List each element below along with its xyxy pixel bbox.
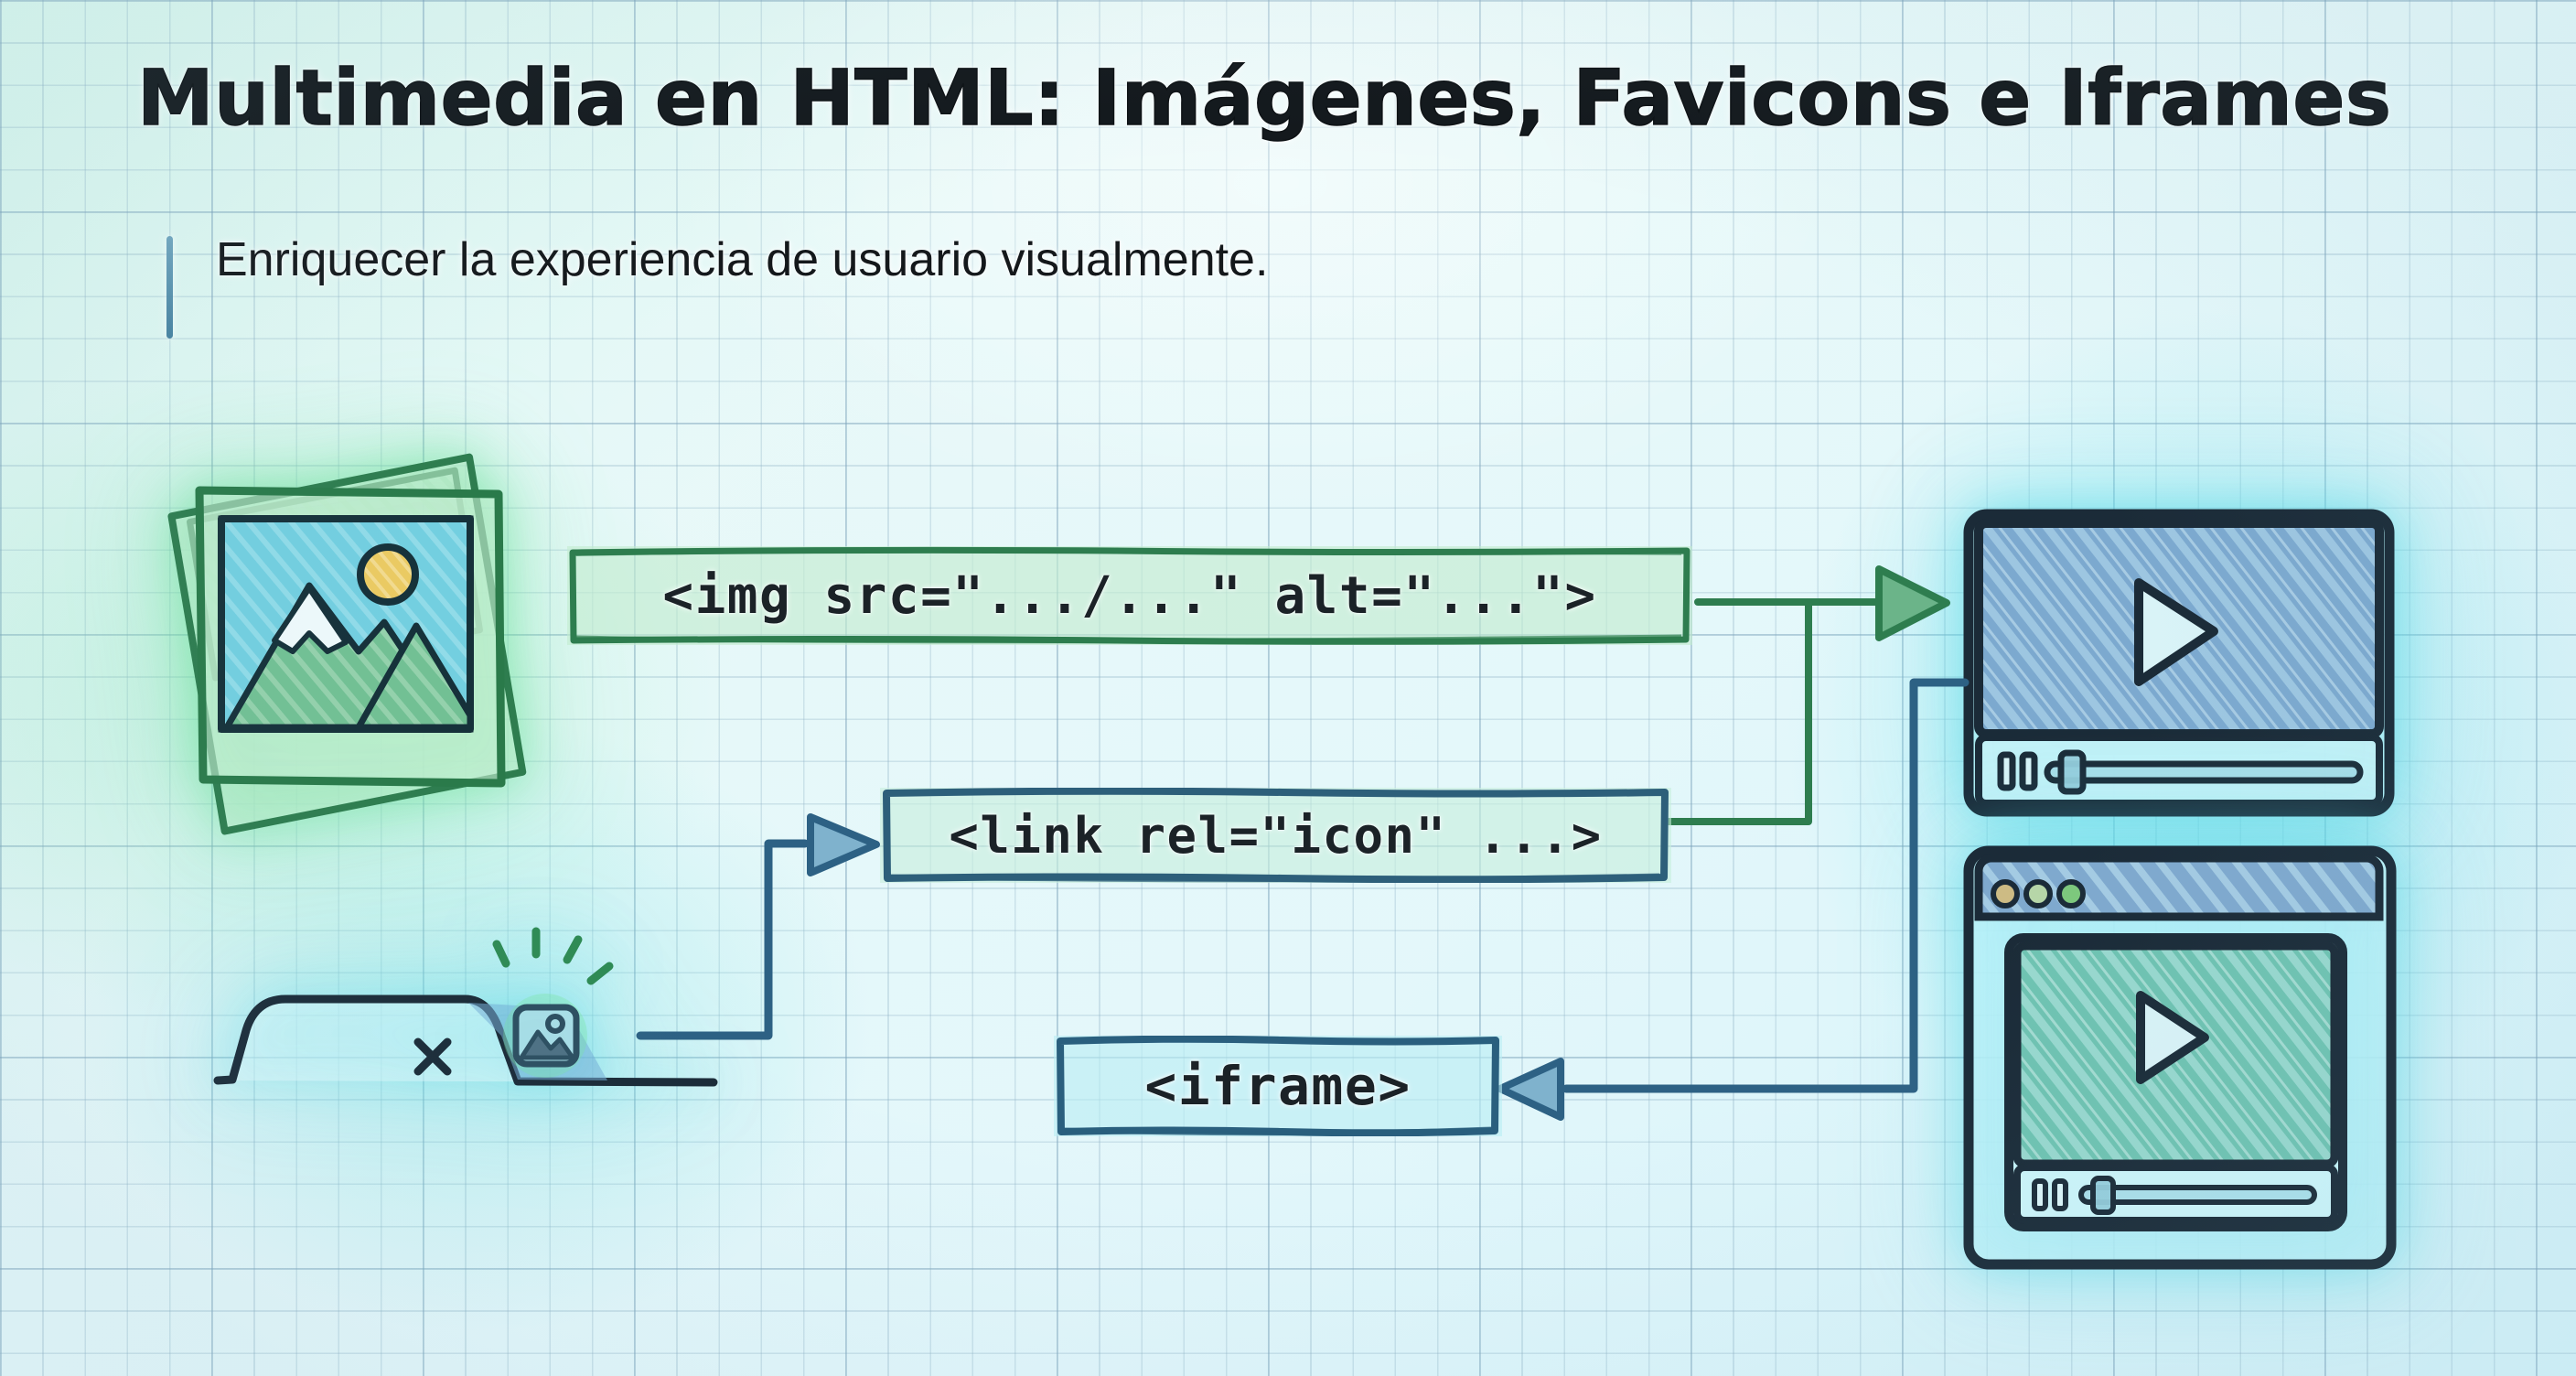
subtitle-accent-bar bbox=[166, 236, 173, 339]
code-box-img-text: <img src=".../..." alt="..."> bbox=[662, 565, 1597, 626]
code-box-iframe[interactable]: <iframe> bbox=[1054, 1036, 1502, 1136]
code-box-iframe-text: <iframe> bbox=[1144, 1055, 1411, 1117]
page-title: Multimedia en HTML: Imágenes, Favicons e… bbox=[136, 52, 2392, 144]
code-box-link-text: <link rel="icon" ...> bbox=[949, 806, 1603, 865]
code-box-img[interactable]: <img src=".../..." alt="..."> bbox=[567, 546, 1692, 645]
code-box-link[interactable]: <link rel="icon" ...> bbox=[880, 788, 1671, 883]
page-subtitle: Enriquecer la experiencia de usuario vis… bbox=[216, 233, 1269, 286]
